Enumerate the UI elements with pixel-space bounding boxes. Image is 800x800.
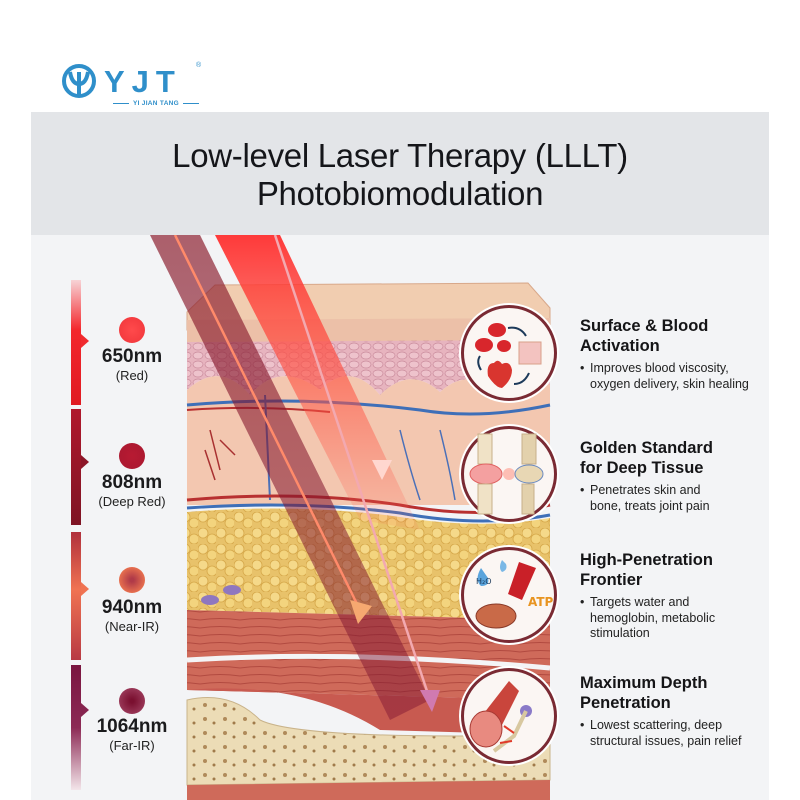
wavelength-940: 940nm (Near-IR) (101, 597, 163, 634)
scale-segment-1064 (71, 665, 81, 790)
wavelength-1064: 1064nm (Far-IR) (96, 716, 168, 753)
scale-segment-808 (71, 409, 81, 525)
logo-text: YJT (104, 64, 182, 99)
effect-bullet: Targets water and hemoglobin, metabolic … (580, 595, 730, 642)
wavelength-dot-808 (119, 443, 145, 469)
wavelength-650: 650nm (Red) (101, 346, 163, 383)
title-line-1: Low-level Laser Therapy (LLLT) (172, 137, 628, 174)
effect-high-penetration: High-Penetration Frontier Targets water … (580, 550, 765, 642)
title-header (31, 112, 769, 235)
effect-title: Golden Standard (580, 439, 713, 457)
skin-cross-section-illustration (150, 235, 551, 800)
effect-bullet: Improves blood viscosity, oxygen deliver… (580, 361, 765, 392)
scale-segment-940 (71, 532, 81, 660)
knee-joint-icon (461, 426, 557, 522)
water-label: H₂O (476, 577, 492, 586)
muscle-nerve-icon (461, 668, 557, 764)
wavelength-808: 808nm (Deep Red) (98, 472, 166, 509)
yjt-logo-mark-icon (62, 64, 96, 98)
atp-label: ATP (528, 595, 554, 609)
title-line-2: Photobiomodulation (256, 175, 544, 212)
effect-surface-blood: Surface & Blood Activation Improves bloo… (580, 316, 765, 392)
effect-maximum-depth: Maximum Depth Penetration Lowest scatter… (580, 673, 765, 749)
page-title: Low-level Laser Therapy (LLLT) Photobiom… (31, 137, 769, 213)
blood-circulation-icon (461, 305, 557, 401)
scale-notch-icon (81, 703, 89, 717)
effect-title: Maximum Depth (580, 674, 708, 692)
wavelength-dot-1064 (119, 688, 145, 714)
mitochondria-atp-icon: H₂O ATP (461, 547, 557, 643)
effect-title: Surface & Blood (580, 317, 709, 335)
effect-title: High-Penetration (580, 551, 713, 569)
brand-logo: YJT ® YI JIAN TANG (62, 62, 222, 112)
effect-title: for Deep Tissue (580, 459, 704, 477)
effect-title: Penetration (580, 694, 671, 712)
wavelength-dot-650 (119, 317, 145, 343)
scale-segment-650 (71, 280, 81, 405)
scale-notch-icon (81, 334, 89, 348)
effect-bullet: Penetrates skin and bone, treats joint p… (580, 483, 720, 514)
scale-notch-icon (81, 582, 89, 596)
effect-title: Activation (580, 337, 660, 355)
effect-title: Frontier (580, 571, 643, 589)
registered-mark: ® (196, 62, 202, 69)
logo-subtitle: YI JIAN TANG (102, 100, 210, 107)
effect-deep-tissue: Golden Standard for Deep Tissue Penetrat… (580, 438, 765, 514)
scale-notch-icon (81, 455, 89, 469)
effect-bullet: Lowest scattering, deep structural issue… (580, 718, 745, 749)
wavelength-dot-940 (119, 567, 145, 593)
